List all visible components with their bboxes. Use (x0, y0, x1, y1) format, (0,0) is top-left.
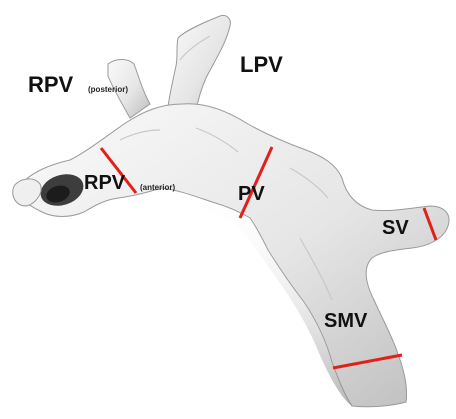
label-rpv-posterior: RPV (28, 72, 74, 97)
label-smv: SMV (324, 310, 368, 332)
label-lpv: LPV (240, 52, 283, 77)
label-rpv-anterior: RPV (84, 172, 126, 194)
label-sv: SV (382, 217, 409, 239)
vessel-surface (13, 15, 449, 406)
label-rpv-anterior-sub: (anterior) (140, 183, 175, 192)
label-rpv-posterior-sub: (posterior) (88, 85, 128, 94)
label-pv: PV (238, 183, 265, 205)
